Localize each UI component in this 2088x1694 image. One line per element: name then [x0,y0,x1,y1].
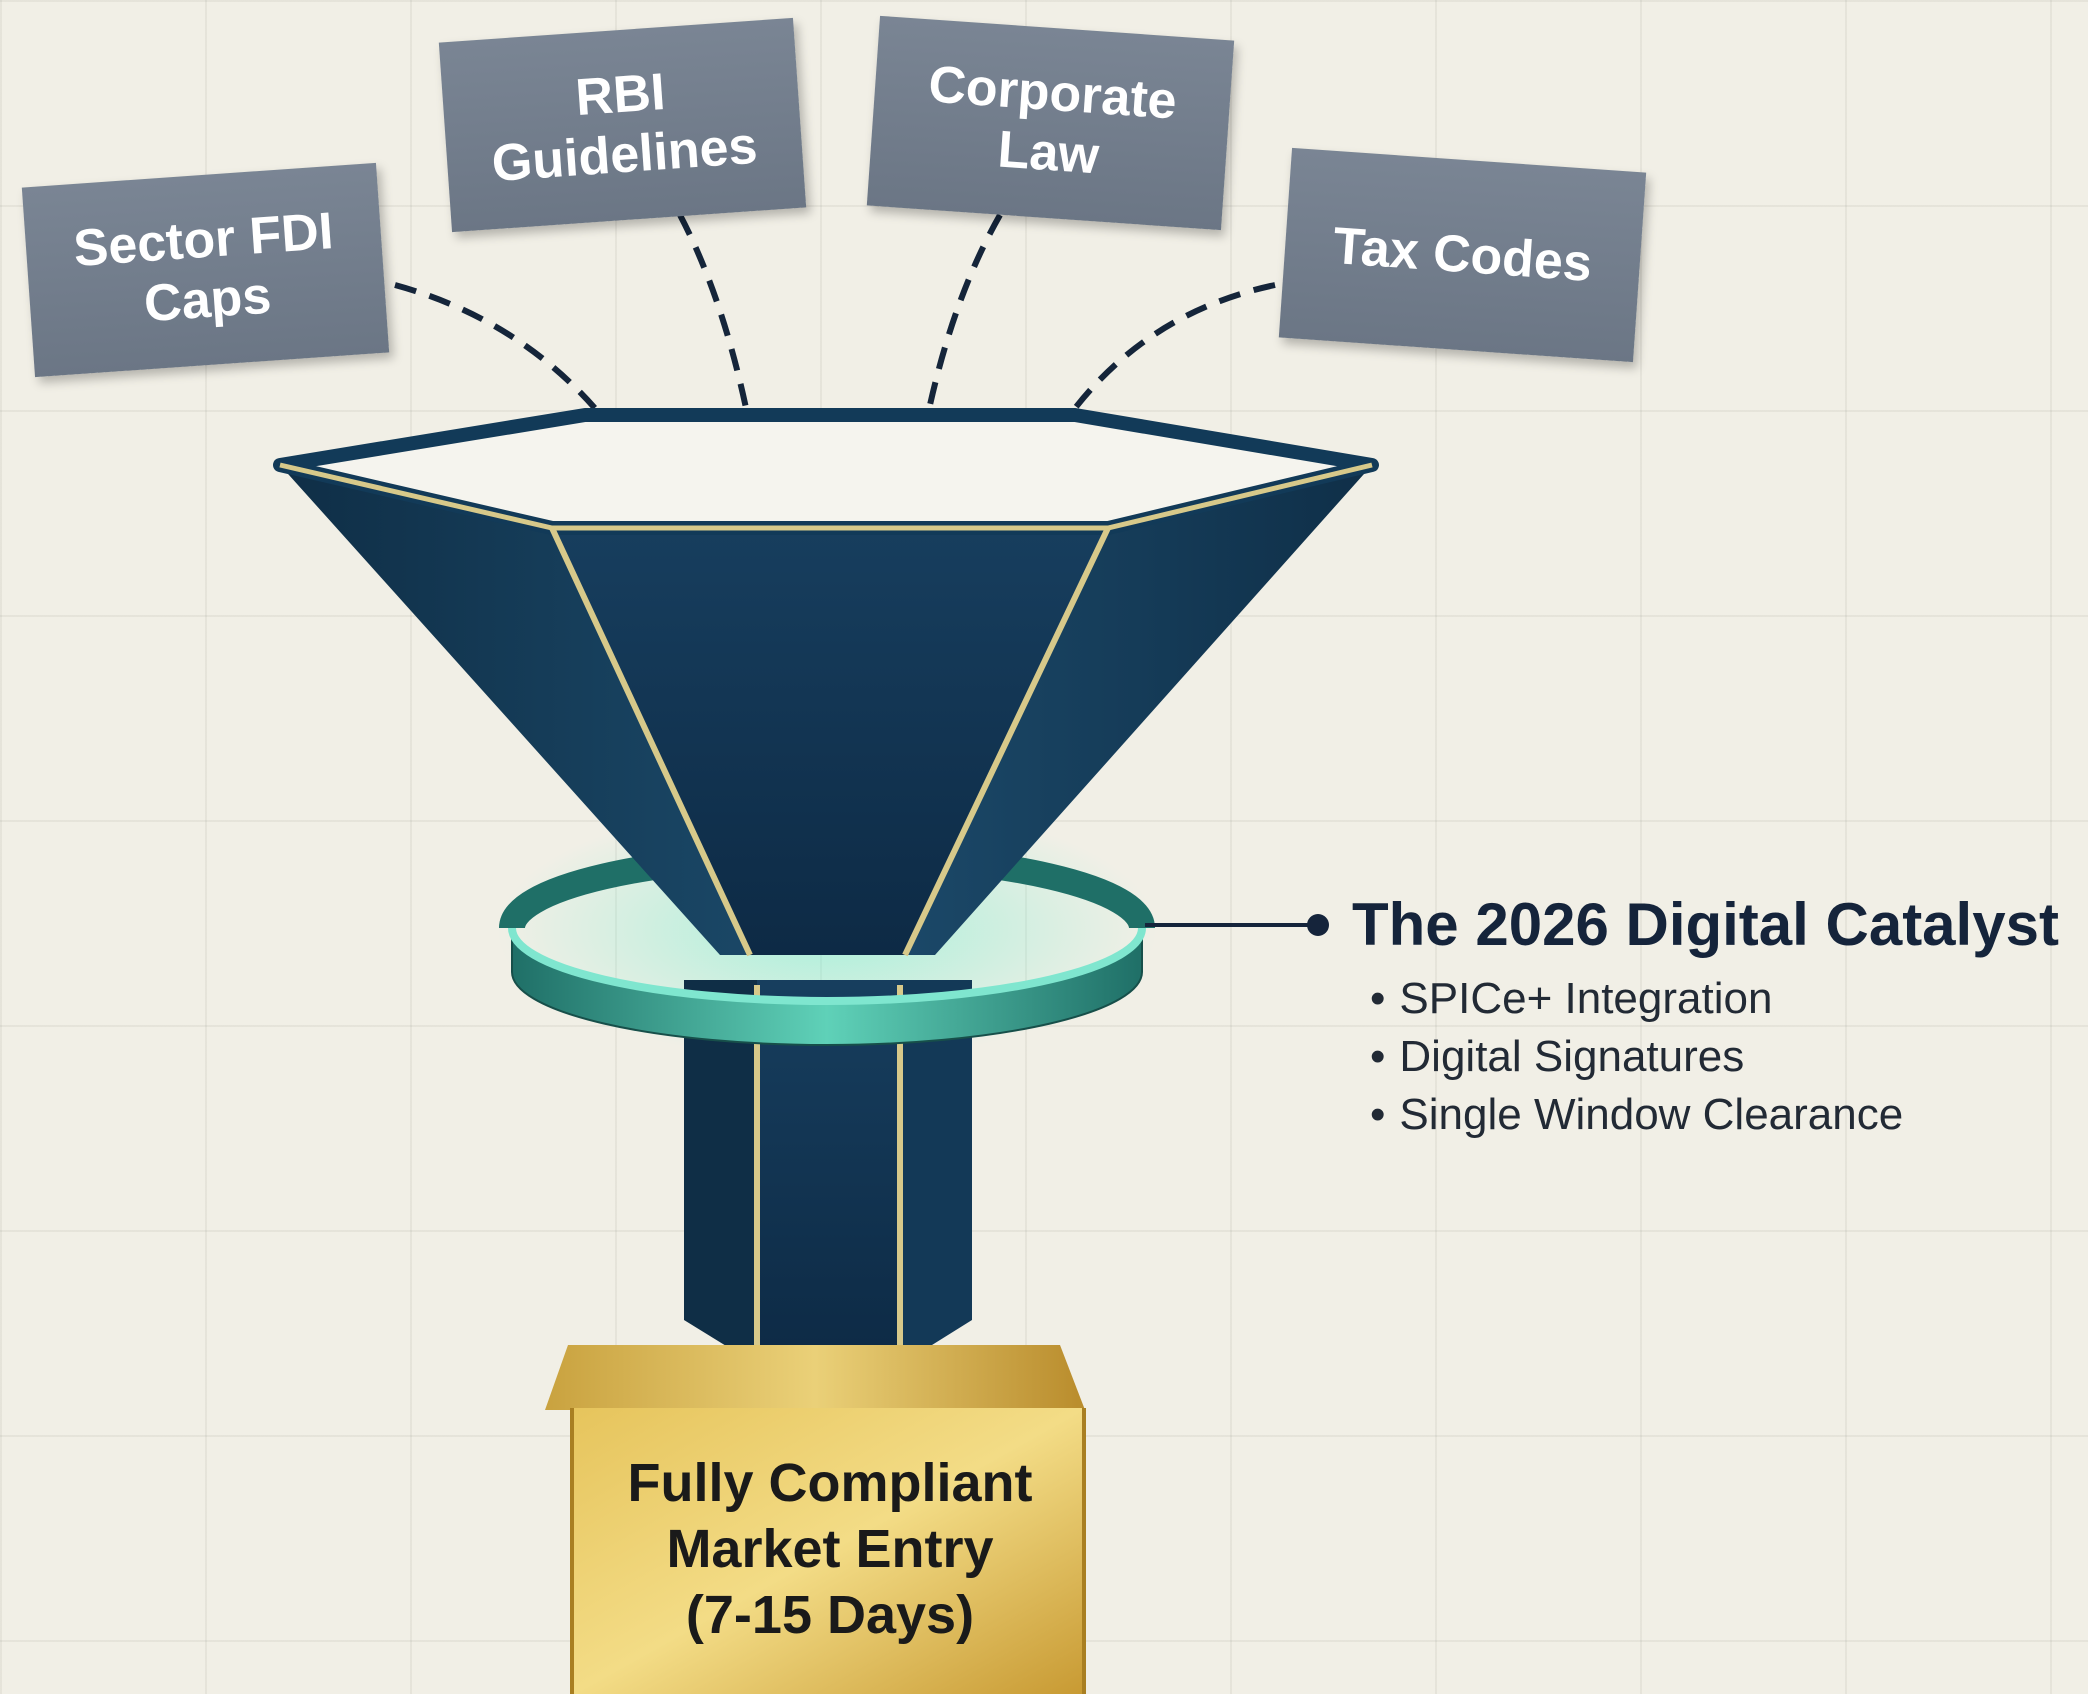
arrow-tax-codes [1019,282,1276,502]
catalyst-connector-dot [1307,914,1329,936]
arrow-rbi [677,213,785,509]
catalyst-item: Single Window Clearance [1370,1086,1903,1144]
outcome-pedestal [545,1345,1086,1694]
input-label-sector-fdi-caps: Sector FDI Caps [21,162,390,378]
input-label-tax-codes: Tax Codes [1278,147,1647,363]
catalyst-ring [508,927,1146,1046]
funnel-face-left [280,465,750,955]
catalyst-title: The 2026 Digital Catalyst [1352,891,2059,958]
funnel-rim-trim [279,462,1373,531]
funnel-face-right [905,465,1372,955]
catalyst-list: SPICe+ Integration Digital Signatures Si… [1370,970,1903,1144]
arrow-sector-fdi [394,282,663,506]
funnel-edge-trim-right [902,526,1111,957]
catalyst-item: SPICe+ Integration [1370,970,1903,1028]
outcome-label: Fully Compliant Market Entry (7-15 Days) [627,1453,1033,1645]
catalyst-item: Digital Signatures [1370,1028,1903,1086]
funnel [273,408,1379,957]
input-label-rbi-guidelines: RBI Guidelines [438,17,807,233]
funnel-spout [684,980,972,1365]
input-label-corporate-law: Corporate Law [866,15,1235,231]
funnel-edge-trim-left [549,526,753,957]
funnel-face-center [552,528,1108,955]
